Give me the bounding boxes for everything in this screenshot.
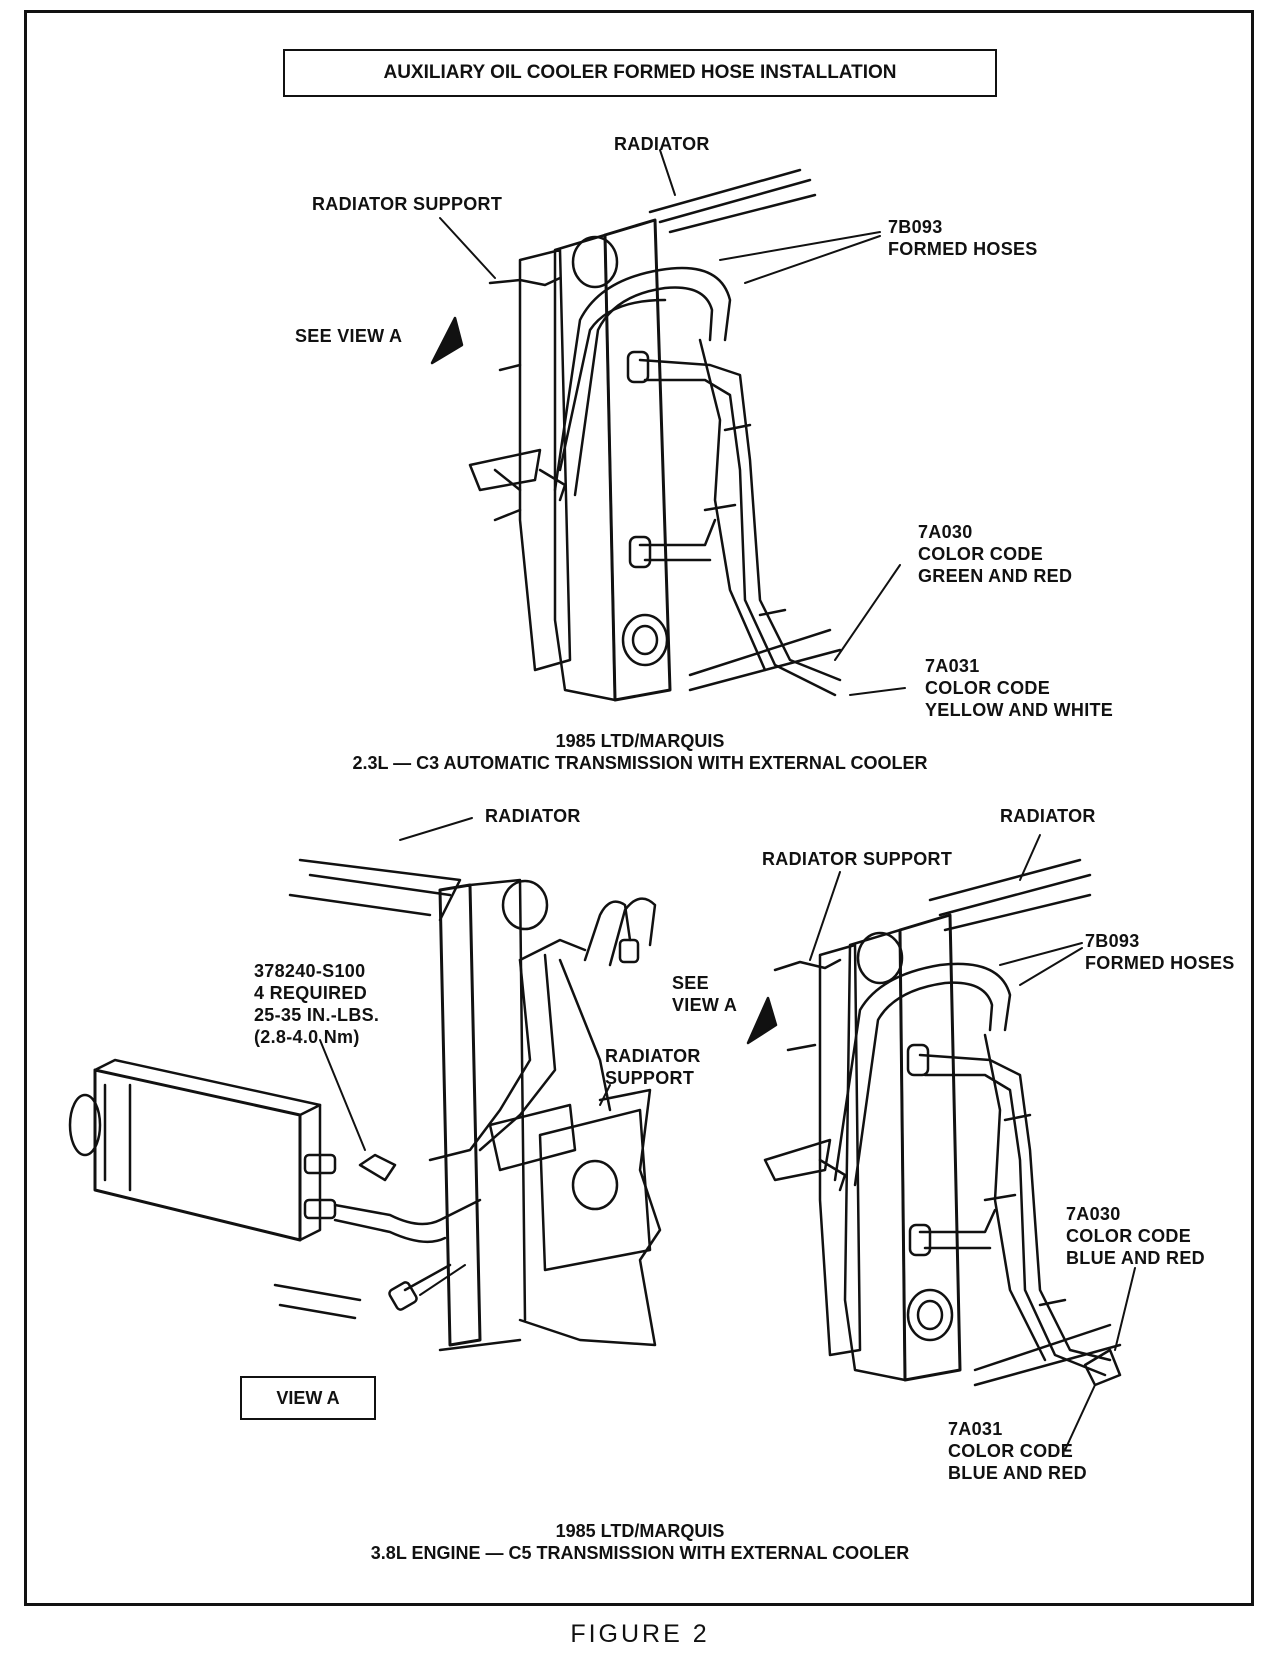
top-radiator-support-label: RADIATOR SUPPORT xyxy=(312,194,503,214)
br-radiator-label: RADIATOR xyxy=(1000,806,1096,826)
bottom-caption-model: 1985 LTD/MARQUIS xyxy=(555,1521,725,1541)
br-7a031-code: COLOR CODE xyxy=(948,1441,1074,1461)
top-caption-model: 1985 LTD/MARQUIS xyxy=(555,731,725,751)
bolt-torque: 25-35 IN.-LBS. xyxy=(254,1005,380,1025)
br-radiator-support-label: RADIATOR SUPPORT xyxy=(762,849,953,869)
br-7a031-color: BLUE AND RED xyxy=(948,1463,1087,1483)
view-a-support-line1: RADIATOR xyxy=(605,1046,701,1066)
br-7a030-code: COLOR CODE xyxy=(1066,1226,1192,1246)
br-7a031-part: 7A031 xyxy=(948,1419,1003,1439)
br-hoses-label: 7B093 FORMED HOSES xyxy=(1085,930,1235,974)
top-7a030-code: COLOR CODE xyxy=(918,544,1044,564)
view-a-leader-lines xyxy=(319,817,611,1296)
top-leader-lines xyxy=(439,149,906,696)
top-7a031-color: YELLOW AND WHITE xyxy=(925,700,1114,720)
bolt-part-number: 378240-S100 xyxy=(254,961,366,981)
view-a-box-text: VIEW A xyxy=(276,1387,340,1408)
top-7a030-label: 7A030 COLOR CODE GREEN AND RED xyxy=(918,521,1072,587)
top-7a031-code: COLOR CODE xyxy=(925,678,1051,698)
view-a-box: VIEW A xyxy=(240,1376,376,1420)
br-7a031-label: 7A031 COLOR CODE BLUE AND RED xyxy=(948,1418,1087,1484)
view-a-radiator-label: RADIATOR xyxy=(485,806,581,826)
figure-label: FIGURE 2 xyxy=(570,1620,710,1648)
view-a-assembly xyxy=(68,858,662,1352)
top-radiator-label: RADIATOR xyxy=(614,134,710,154)
diagram-frame xyxy=(24,10,1254,1606)
top-7a031-label: 7A031 COLOR CODE YELLOW AND WHITE xyxy=(925,655,1113,721)
br-hoses-desc: FORMED HOSES xyxy=(1085,953,1235,973)
bottom-caption: 1985 LTD/MARQUIS 3.8L ENGINE — C5 TRANSM… xyxy=(200,1520,1080,1564)
top-hoses-part: 7B093 xyxy=(888,217,943,237)
bottom-caption-engine: 3.8L ENGINE — C5 TRANSMISSION WITH EXTER… xyxy=(370,1543,910,1563)
br-see-view-line2: VIEW A xyxy=(672,995,738,1015)
br-see-view-line1: SEE xyxy=(672,973,709,993)
top-caption: 1985 LTD/MARQUIS 2.3L — C3 AUTOMATIC TRA… xyxy=(200,730,1080,774)
br-7a030-label: 7A030 COLOR CODE BLUE AND RED xyxy=(1066,1203,1205,1269)
top-hoses-desc: FORMED HOSES xyxy=(888,239,1038,259)
top-7a030-color: GREEN AND RED xyxy=(918,566,1073,586)
br-see-view-label: SEE VIEW A xyxy=(672,972,737,1016)
view-a-support-line2: SUPPORT xyxy=(605,1068,695,1088)
diagram-title: AUXILIARY OIL COOLER FORMED HOSE INSTALL… xyxy=(283,49,997,97)
top-caption-engine: 2.3L — C3 AUTOMATIC TRANSMISSION WITH EX… xyxy=(352,753,928,773)
top-radiator-assembly xyxy=(430,168,842,702)
top-see-view-label: SEE VIEW A xyxy=(295,326,403,346)
br-hoses-part: 7B093 xyxy=(1085,931,1140,951)
top-hoses-label: 7B093 FORMED HOSES xyxy=(888,216,1038,260)
bottom-right-leader-lines xyxy=(809,834,1136,1451)
diagram-title-text: AUXILIARY OIL COOLER FORMED HOSE INSTALL… xyxy=(383,62,897,83)
top-7a030-part: 7A030 xyxy=(918,522,973,542)
top-7a031-part: 7A031 xyxy=(925,656,980,676)
br-7a030-part: 7A030 xyxy=(1066,1204,1121,1224)
br-7a030-color: BLUE AND RED xyxy=(1066,1248,1205,1268)
view-a-radiator-support-label: RADIATOR SUPPORT xyxy=(605,1045,701,1089)
bolt-torque-metric: (2.8-4.0 Nm) xyxy=(254,1027,360,1047)
bolt-quantity: 4 REQUIRED xyxy=(254,983,368,1003)
view-a-bolt-label: 378240-S100 4 REQUIRED 25-35 IN.-LBS. (2… xyxy=(254,960,379,1048)
bottom-right-radiator-assembly xyxy=(746,858,1122,1387)
